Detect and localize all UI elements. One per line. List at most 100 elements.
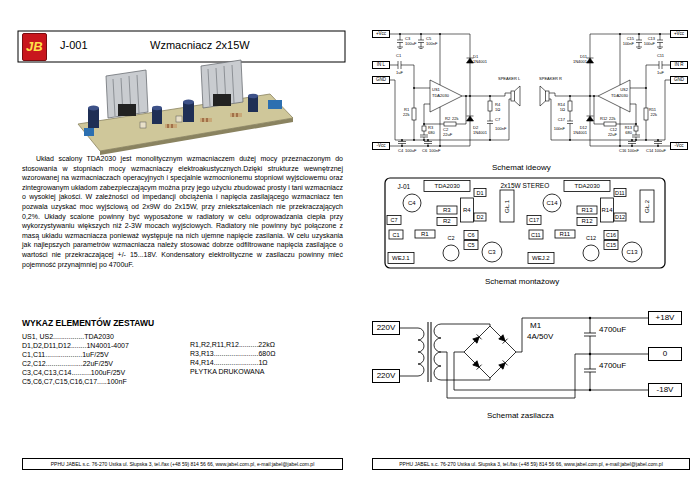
amplifier-schematic [423, 123, 425, 125]
amplifier-schematic [390, 61, 430, 88]
part-label: 1uF [396, 70, 403, 75]
node-text: +18V [652, 313, 678, 323]
pcb-print: J-01 [398, 183, 411, 190]
parts-line: C3,C4,C13,C14..........100uF/25V [22, 369, 125, 377]
part-label: M1 [530, 321, 541, 331]
amplifier-schematic [467, 34, 474, 96]
node-text: IN L [375, 62, 387, 67]
pcb-print: C2 [448, 235, 455, 241]
parts-line: PŁYTKA DRUKOWANA [190, 368, 264, 376]
code-label: J-001 [60, 39, 88, 52]
part-label: 22uF [443, 132, 452, 137]
part-label: D1 [473, 54, 478, 59]
part-label: R3 [428, 125, 433, 130]
part-label: 22k [609, 116, 615, 121]
power-supply-schematic [589, 317, 591, 319]
pcb-print: C4 [408, 200, 416, 207]
power-supply-schematic [584, 318, 596, 354]
power-supply-schematic [441, 324, 490, 380]
amplifier-schematic [489, 139, 491, 141]
part-label: US1 [432, 87, 440, 92]
pcb-component-outline [461, 198, 474, 222]
pcb-print: C12 [586, 235, 596, 241]
pcb-print: D12 [615, 214, 625, 220]
amplifier-schematic [489, 95, 491, 97]
logo-box: JB [22, 33, 47, 61]
amplifier-schematic [399, 33, 491, 147]
part-label: 100nF [426, 41, 437, 46]
amplifier-schematic [401, 145, 403, 147]
amplifier-schematic [427, 139, 429, 141]
node-text: GND [673, 77, 685, 82]
amplifier-schematic [515, 86, 521, 106]
part-label: 1Ω [560, 107, 565, 112]
pcb-component-outline [437, 218, 457, 226]
part-label: 22uF [608, 132, 617, 137]
output-tag: +18V [648, 311, 682, 325]
part-label: 100nF [554, 126, 565, 131]
node-text: -18V [652, 385, 678, 395]
description-text: Układ scalony TDA2030 jest monolitycznym… [22, 154, 343, 269]
parts-line: R4,R14.......................1Ω [190, 359, 268, 367]
pcb-print: GŁ.1 [504, 199, 511, 212]
amplifier-schematic [412, 108, 416, 120]
kit-photo [230, 113, 242, 117]
part-label: 100uF [405, 148, 416, 153]
amplifier-schematic [439, 145, 441, 147]
pcb-component-outline [387, 216, 401, 225]
part-label: C2 [443, 127, 448, 132]
part-label: R11 [649, 107, 656, 112]
power-supply-schematic [472, 334, 481, 343]
kit-photo [88, 108, 99, 128]
part-label: TDA2030 [611, 93, 628, 98]
pcb-component-outline [415, 230, 435, 238]
node-text: 220V [376, 323, 396, 333]
part-label: 4700uF [599, 325, 626, 335]
part-label: 1N4001 [473, 59, 487, 64]
pcb-print: C14 [547, 200, 558, 207]
power-supply-schematic [584, 354, 596, 390]
amplifier-schematic [413, 87, 415, 89]
part-label: 1uF [657, 70, 664, 75]
part-label: C3 [405, 36, 410, 41]
parts-line: D1,D2,D11,D12........1N4001-4007 [22, 342, 129, 350]
kit-photo [200, 118, 212, 122]
amplifier-schematic [467, 116, 474, 121]
part-label: 4700uF [599, 361, 626, 371]
pcb-print: D1 [477, 190, 484, 196]
kit-photo [201, 60, 243, 108]
part-label: C12 [610, 127, 617, 132]
amplifier-schematic [413, 139, 415, 141]
kit-photo [84, 128, 94, 136]
terminal-tag: +Vcc [372, 30, 390, 38]
terminal-tag: -Vcc [670, 142, 688, 150]
parts-heading: WYKAZ ELEMENTÓW ZESTAWU [22, 318, 154, 328]
pcb-component-outline [474, 189, 486, 197]
amplifier-schematic [467, 58, 474, 63]
amplifier-schematic [401, 139, 403, 141]
pcb-component-outline [437, 206, 457, 214]
amplifier-schematic [390, 33, 520, 147]
part-label: 22k [452, 116, 458, 121]
part-label: 1N4001 [573, 130, 587, 135]
amplifier-schematic [422, 126, 426, 131]
kit-photo [78, 60, 293, 155]
kit-photo [248, 96, 258, 112]
part-label: 100uF [655, 148, 666, 153]
part-label: 22k [651, 112, 657, 117]
kit-photo [88, 106, 99, 111]
part-label: R12 [600, 116, 607, 121]
pcb-print: R3 [443, 207, 451, 214]
kit-photo [140, 122, 146, 128]
part-label: 680 [428, 130, 435, 135]
part-label: 1Ω [495, 107, 500, 112]
part-label: R2 [445, 116, 450, 121]
part-label: R4 [495, 102, 500, 107]
part-label: D11 [580, 54, 587, 59]
header-frame [18, 31, 345, 62]
node-text: -Vcc [375, 143, 387, 148]
mains-tag: 220V [372, 321, 400, 335]
pcb-outline [385, 178, 665, 268]
part-label: C16 [619, 148, 626, 153]
node-text: +Vcc [375, 31, 387, 36]
